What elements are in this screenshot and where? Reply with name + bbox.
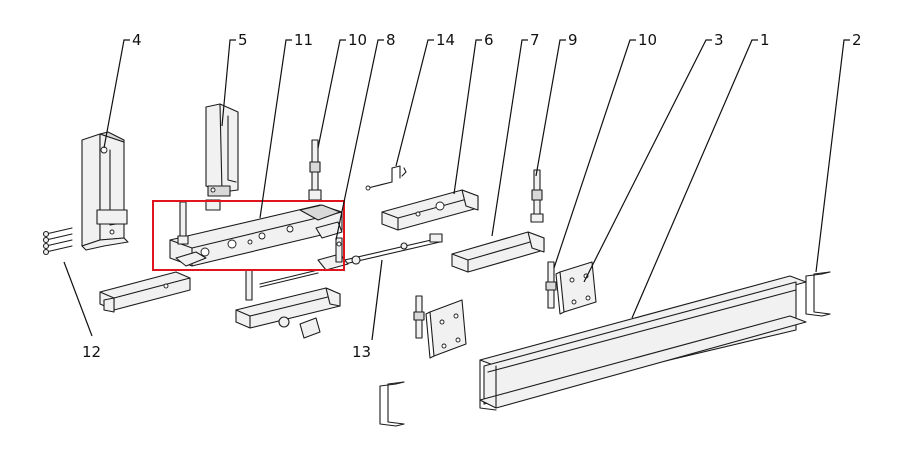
part-10-pin-lower bbox=[545, 261, 557, 309]
c-clip-bottom bbox=[379, 381, 405, 427]
callout-11: 11 bbox=[294, 31, 314, 49]
callout-12: 13 bbox=[352, 343, 372, 361]
part-11-main-frame bbox=[169, 201, 343, 267]
part-8-lever bbox=[335, 237, 343, 263]
callout-4: 4 bbox=[132, 31, 142, 49]
callout-10-lower: 10 bbox=[638, 31, 658, 49]
callout-9: 9 bbox=[568, 31, 578, 49]
part-13-bolts bbox=[42, 227, 73, 256]
part-9-pin bbox=[530, 169, 544, 223]
bottom-channel-left bbox=[99, 271, 191, 313]
callout-13: 12 bbox=[82, 343, 102, 361]
part-10-pin-upper bbox=[308, 139, 322, 201]
part-5-vertical-plate bbox=[205, 103, 239, 211]
part-14-spring-link bbox=[365, 165, 407, 191]
callout-10-upper: 10 bbox=[348, 31, 368, 49]
callout-3: 3 bbox=[714, 31, 724, 49]
part-1-long-beam bbox=[479, 275, 807, 411]
part-4-vertical-bracket bbox=[81, 131, 129, 251]
bottom-channel-middle bbox=[235, 269, 341, 339]
leader-lines bbox=[63, 39, 850, 341]
part-6-channel bbox=[381, 189, 479, 231]
callout-1: 1 bbox=[760, 31, 770, 49]
callout-6: 6 bbox=[484, 31, 494, 49]
highlight-box bbox=[152, 200, 345, 271]
callout-8: 8 bbox=[386, 31, 396, 49]
callout-14: 14 bbox=[436, 31, 456, 49]
callout-2: 2 bbox=[852, 31, 862, 49]
part-7-channel bbox=[451, 231, 545, 273]
callout-5: 5 bbox=[238, 31, 248, 49]
callout-7: 7 bbox=[530, 31, 540, 49]
mounting-plate-middle bbox=[413, 295, 467, 359]
part-2-c-clip bbox=[805, 271, 831, 317]
